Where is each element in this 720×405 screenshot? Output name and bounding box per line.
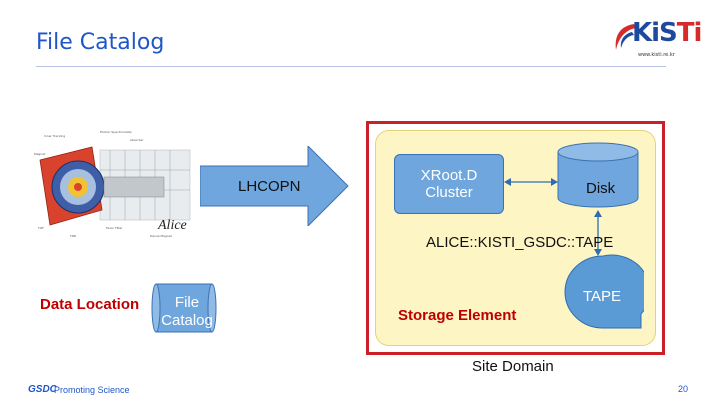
tape-storage [564,254,644,329]
svg-text:Dipole Magnet: Dipole Magnet [150,234,173,238]
lhcopn-arrow [200,146,349,226]
svg-text:Muon Filter: Muon Filter [106,226,123,230]
alice-caption: Alice [157,218,187,233]
svg-text:Photon Spectrometer: Photon Spectrometer [100,130,133,134]
svg-text:TRD: TRD [69,234,77,238]
xrootd-disk-connector [504,178,558,186]
lhcopn-label: LHCOPN [238,178,301,195]
svg-text:Absorber: Absorber [130,138,144,142]
svg-text:Inner Tracking: Inner Tracking [44,134,65,138]
se-path-label: ALICE::KISTI_GSDC::TAPE [426,234,614,251]
footer-tagline: Promoting Science [54,385,130,395]
kisti-swoosh-icon [615,24,636,50]
storage-element-label: Storage Element [398,307,517,324]
svg-text:Magnet: Magnet [34,152,46,156]
data-location-label: Data Location [40,296,140,313]
gsdc-logo: GSDC [28,384,57,395]
alice-detector-image: Inner Tracking Photon Spectrometer Absorb… [30,125,200,245]
logo-url: www.kisti.re.kr [638,52,675,58]
logo-wordmark: KiSTi [632,18,702,48]
disk-label: Disk [586,180,616,197]
page-number: 20 [678,384,689,394]
tape-label: TAPE [583,288,622,305]
disk-cylinder [557,142,639,208]
title-divider [36,66,666,67]
file-catalog-scroll [151,283,217,333]
svg-text:TOF: TOF [37,226,44,230]
page-title: File Catalog [36,30,165,55]
disk-tape-connector [594,210,602,256]
site-domain-label: Site Domain [472,358,554,375]
kisti-logo: KiSTi www.kisti.re.kr [612,18,702,64]
